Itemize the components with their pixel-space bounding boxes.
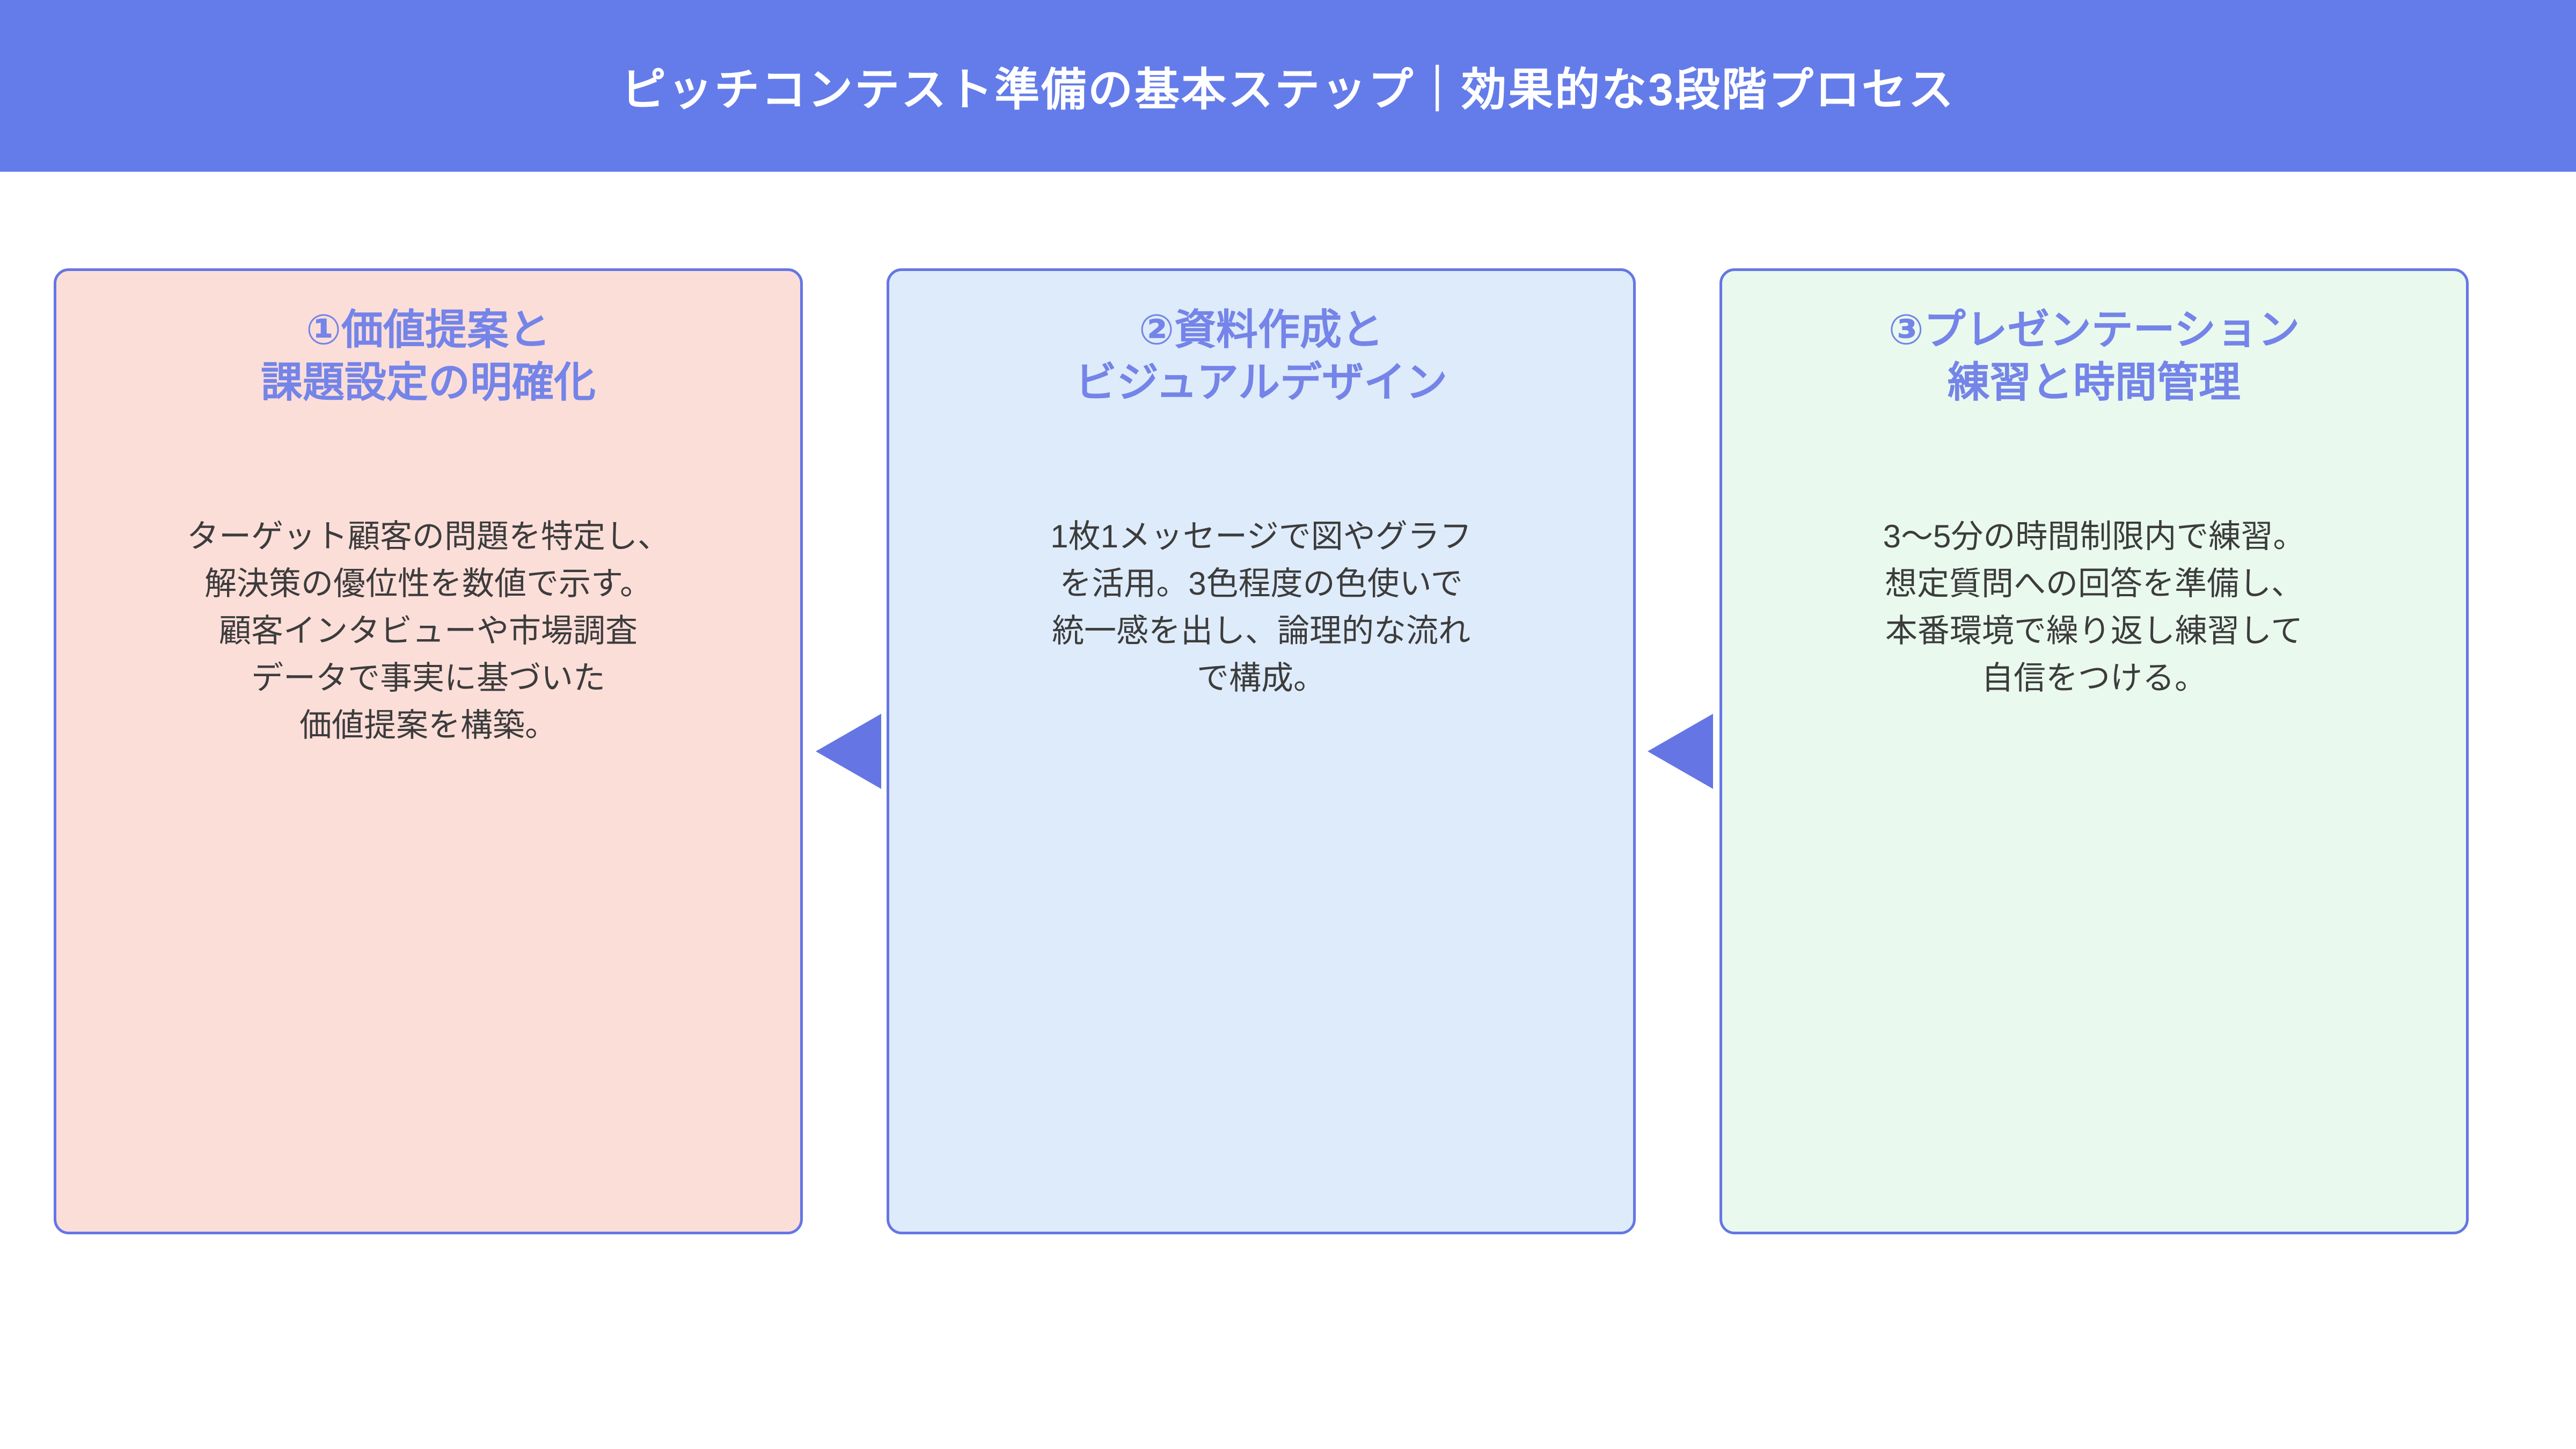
step-card-3: ③プレゼンテーション 練習と時間管理 3〜5分の時間制限内で練習。 想定質問への… bbox=[1719, 268, 2469, 1234]
page-title: ピッチコンテスト準備の基本ステップ｜効果的な3段階プロセス bbox=[621, 64, 1955, 115]
left-arrow-icon-2 bbox=[1648, 714, 1713, 789]
step-1-description: ターゲット顧客の問題を特定し、 解決策の優位性を数値で示す。 顧客インタビューや… bbox=[187, 518, 670, 743]
left-arrow-icon-1 bbox=[816, 714, 881, 789]
header-bar: ピッチコンテスト準備の基本ステップ｜効果的な3段階プロセス bbox=[0, 0, 2576, 172]
step-2-title: ②資料作成と ビジュアルデザイン bbox=[1074, 306, 1448, 406]
step-1-title: ①価値提案と 課題設定の明確化 bbox=[260, 306, 596, 406]
step-card-2: ②資料作成と ビジュアルデザイン 1枚1メッセージで図やグラフ を活用。3色程度… bbox=[887, 268, 1636, 1234]
step-3-title: ③プレゼンテーション 練習と時間管理 bbox=[1888, 306, 2300, 406]
step-3-description: 3〜5分の時間制限内で練習。 想定質問への回答を準備し、 本番環境で繰り返し練習… bbox=[1883, 518, 2306, 696]
step-card-1: ①価値提案と 課題設定の明確化 ターゲット顧客の問題を特定し、 解決策の優位性を… bbox=[54, 268, 803, 1234]
step-2-description: 1枚1メッセージで図やグラフ を活用。3色程度の色使いで 統一感を出し、論理的な… bbox=[1050, 518, 1472, 696]
